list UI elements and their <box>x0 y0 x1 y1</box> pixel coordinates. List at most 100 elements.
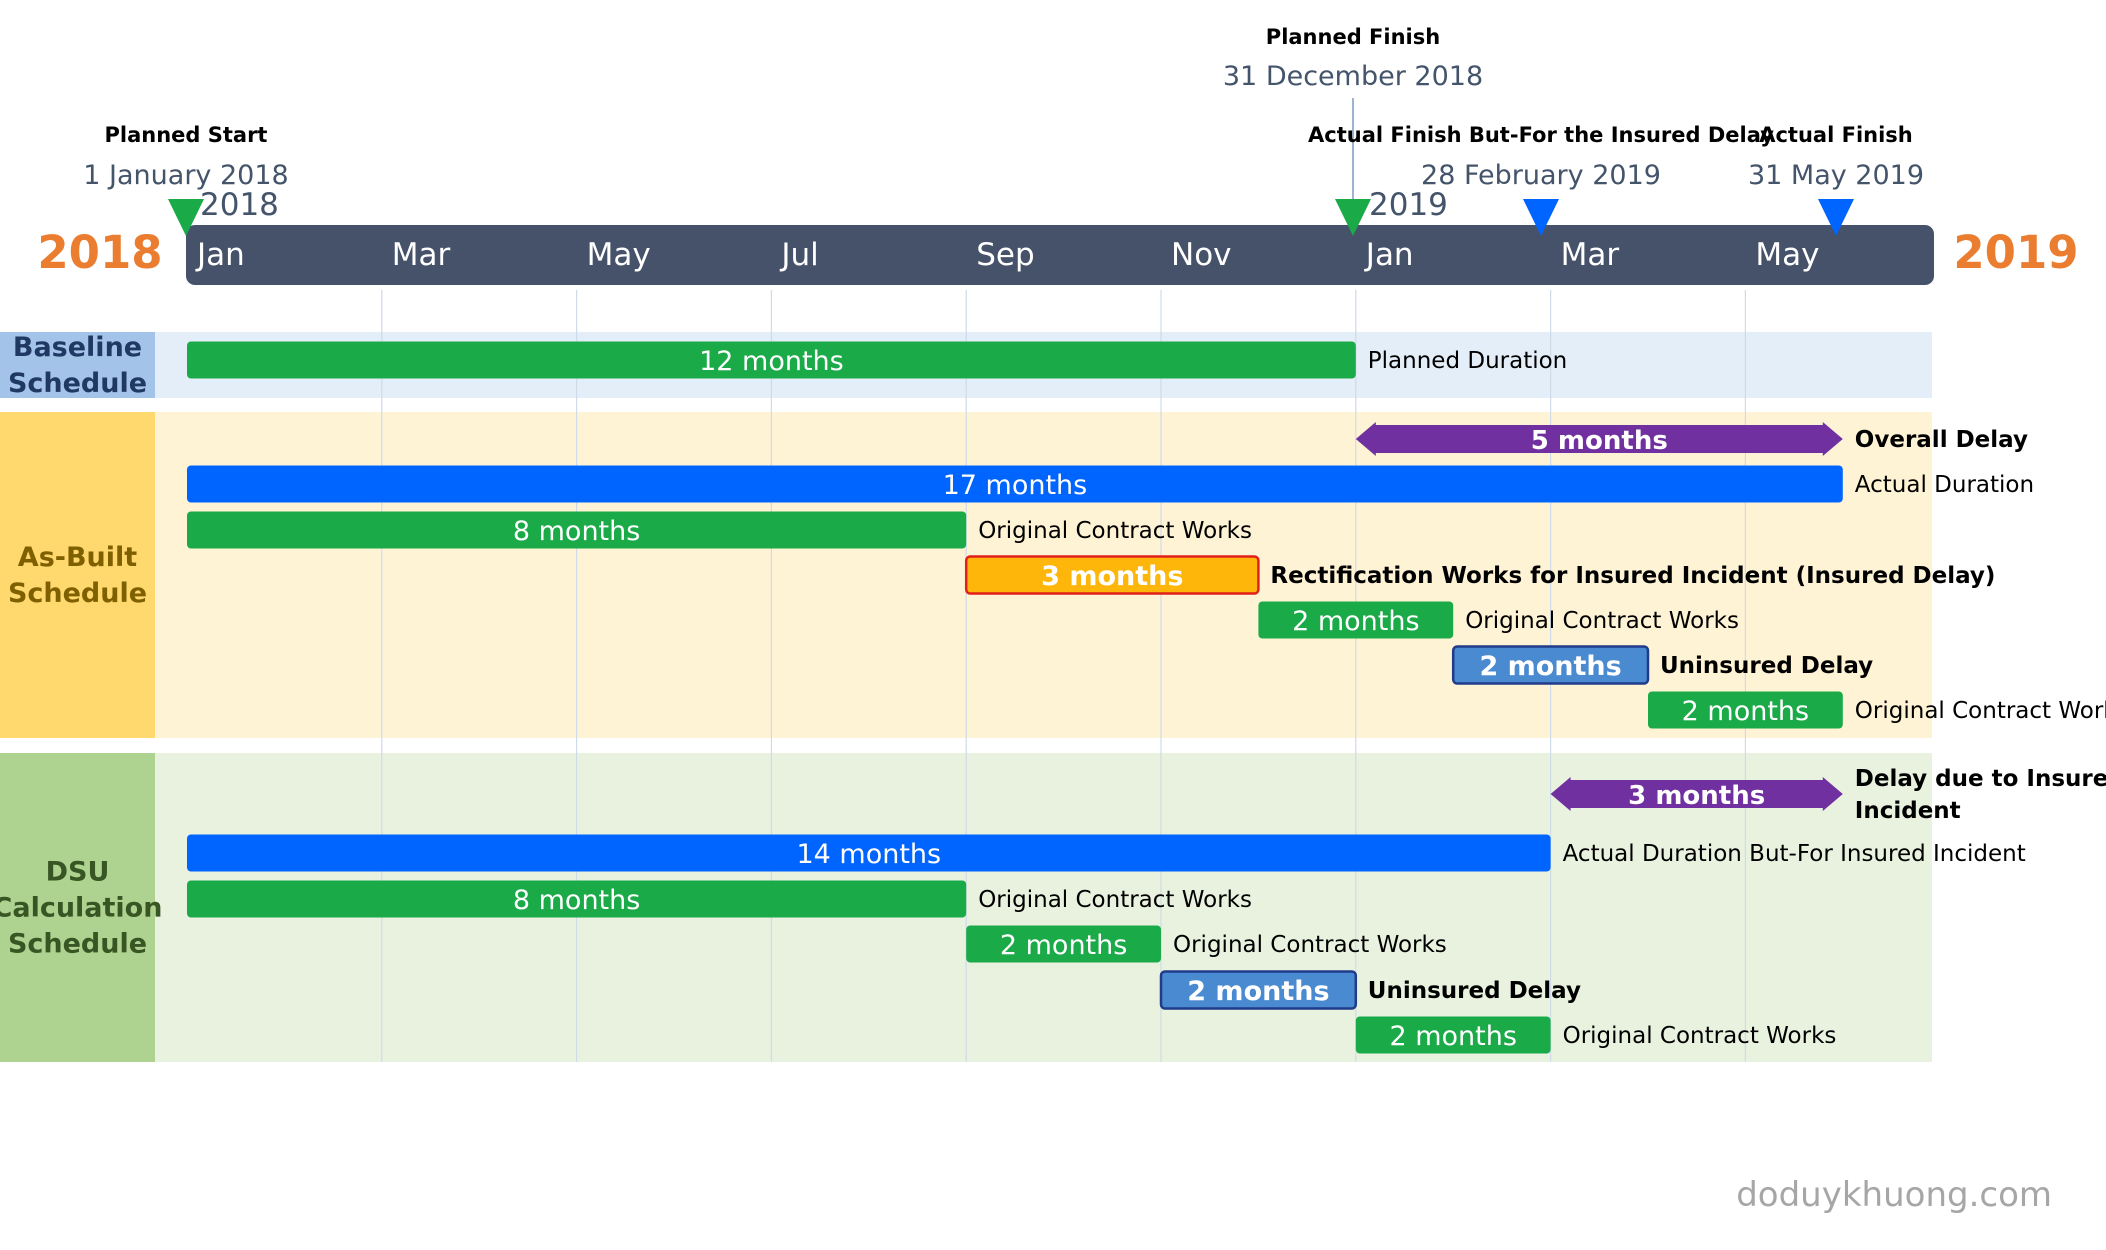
milestone-date: 28 February 2019 <box>1421 160 1661 191</box>
arrow-duration-label: 3 months <box>1628 781 1765 811</box>
dsu-row: 14 months Actual Duration But-For Insured… <box>187 834 2026 872</box>
delay-double-arrow <box>1355 422 1843 456</box>
milestone-title: Planned Start <box>105 123 268 147</box>
arrow-duration-label: 5 months <box>1531 426 1668 456</box>
row-description-line: Delay due to Insured <box>1855 766 2106 792</box>
row-description-label: Overall Delay <box>1855 427 2028 453</box>
timeline-month-label: Jan <box>1364 237 1414 273</box>
timeline-month-label: Mar <box>392 237 451 273</box>
milestone-date: 31 December 2018 <box>1223 61 1483 92</box>
watermark: doduykhuong.com <box>1736 1175 2052 1215</box>
row-description-label: Rectification Works for Insured Incident… <box>1270 563 1995 589</box>
milestone-date: 31 May 2019 <box>1748 160 1924 191</box>
schedule-bar <box>187 834 1551 872</box>
schedule-bar <box>187 880 967 918</box>
milestone-title: Planned Finish <box>1266 25 1440 49</box>
schedule-bar <box>1355 1016 1551 1054</box>
schedule-bar <box>1451 645 1650 685</box>
row-description-label: Uninsured Delay <box>1660 653 1873 679</box>
as-built-row: 2 months Uninsured Delay <box>1451 645 1873 685</box>
milestone-title: Actual Finish <box>1759 123 1913 147</box>
as-built-row: 3 months Rectification Works for Insured … <box>964 555 1995 595</box>
section-title-line: Calculation <box>0 893 162 924</box>
as-built-row: 2 months Original Contract Works <box>1258 601 1739 639</box>
schedule-bar <box>1258 601 1454 639</box>
bar-duration-label: 2 months <box>1389 1021 1516 1052</box>
dsu-row: 2 months Original Contract Works <box>966 925 1447 963</box>
timeline: Jan Mar May Jul Sep Nov Jan Mar May 2018 2019 2018 2… <box>37 187 2079 285</box>
dsu-row: 2 months Original Contract Works <box>1355 1016 1837 1054</box>
bar-duration-label: 17 months <box>943 470 1088 501</box>
bar-duration-label: 14 months <box>796 839 941 870</box>
section-title-line: As-Built <box>18 542 137 573</box>
as-built-row: 2 months Original Contract Works <box>1648 691 2106 729</box>
timeline-left-year: 2018 <box>37 226 162 279</box>
milestone-planned-finish: Planned Finish 31 December 2018 <box>1223 25 1483 236</box>
section-title-line: Baseline <box>13 332 142 363</box>
timeline-month-label: Sep <box>976 237 1034 273</box>
schedule-bar <box>964 555 1260 595</box>
bar-duration-label: 3 months <box>1041 561 1183 592</box>
schedule-bar <box>187 341 1356 379</box>
dsu-label-panel <box>0 753 155 1062</box>
bar-duration-label: 12 months <box>699 346 844 377</box>
delay-double-arrow <box>1550 777 1843 811</box>
bar-duration-label: 8 months <box>513 516 640 547</box>
baseline-label-panel <box>0 332 155 398</box>
row-description-label: Planned Duration <box>1368 348 1567 374</box>
timeline-month-label: May <box>1755 237 1819 273</box>
row-description-label: Actual Duration <box>1855 472 2034 498</box>
schedule-bar <box>966 925 1161 963</box>
row-description-label: Original Contract Works <box>1465 608 1739 634</box>
baseline-row: 12 months Planned Duration <box>187 341 1567 379</box>
schedule-bar <box>1159 970 1358 1010</box>
bar-duration-label: 8 months <box>513 885 640 916</box>
milestone-actual-finish: Actual Finish 31 May 2019 <box>1748 123 1924 236</box>
timeline-bar <box>186 225 1934 285</box>
as-built-row: 5 months Overall Delay <box>1355 422 2028 456</box>
row-description-label: Original Contract Works <box>978 518 1252 544</box>
timeline-month-label: Mar <box>1561 237 1620 273</box>
timeline-month-label: May <box>587 237 651 273</box>
row-description-label: Original Contract Works <box>1855 698 2106 724</box>
schedule-bar <box>1648 691 1843 729</box>
row-description-label: Original Contract Works <box>1563 1023 1837 1049</box>
schedule-bar <box>187 511 967 549</box>
milestone-marker-icon <box>1818 199 1854 236</box>
section-title-line: DSU <box>46 857 110 888</box>
section-title-line: Schedule <box>8 578 147 609</box>
bar-duration-label: 2 months <box>1292 606 1419 637</box>
milestone-title: Actual Finish But-For the Insured Delay <box>1308 123 1774 147</box>
year-tick-2018: 2018 <box>200 187 279 223</box>
bar-duration-label: 2 months <box>1682 696 1809 727</box>
as-built-row: 8 months Original Contract Works <box>187 511 1252 549</box>
bar-duration-label: 2 months <box>1479 651 1621 682</box>
milestone-marker-icon <box>1335 199 1371 236</box>
row-description-label: Original Contract Works <box>1173 932 1447 958</box>
row-description-label: Actual Duration But-For Insured Incident <box>1563 841 2026 867</box>
section-title-line: Schedule <box>8 368 147 399</box>
dsu-row: 8 months Original Contract Works <box>187 880 1252 918</box>
timeline-right-year: 2019 <box>1953 226 2078 279</box>
as-built-row: 17 months Actual Duration <box>187 465 2034 503</box>
row-description-label: Original Contract Works <box>978 887 1252 913</box>
bar-duration-label: 2 months <box>1000 930 1127 961</box>
row-description-line: Incident <box>1855 798 1961 824</box>
timeline-month-label: Nov <box>1171 237 1232 273</box>
schedule-bar <box>187 465 1843 503</box>
bar-duration-label: 2 months <box>1187 976 1329 1007</box>
as-built-label-panel <box>0 412 155 738</box>
timeline-month-label: Jan <box>195 237 245 273</box>
milestone-marker-icon <box>168 199 204 236</box>
year-tick-2019: 2019 <box>1369 187 1448 223</box>
timeline-month-label: Jul <box>779 237 818 273</box>
milestone-marker-icon <box>1523 199 1559 236</box>
